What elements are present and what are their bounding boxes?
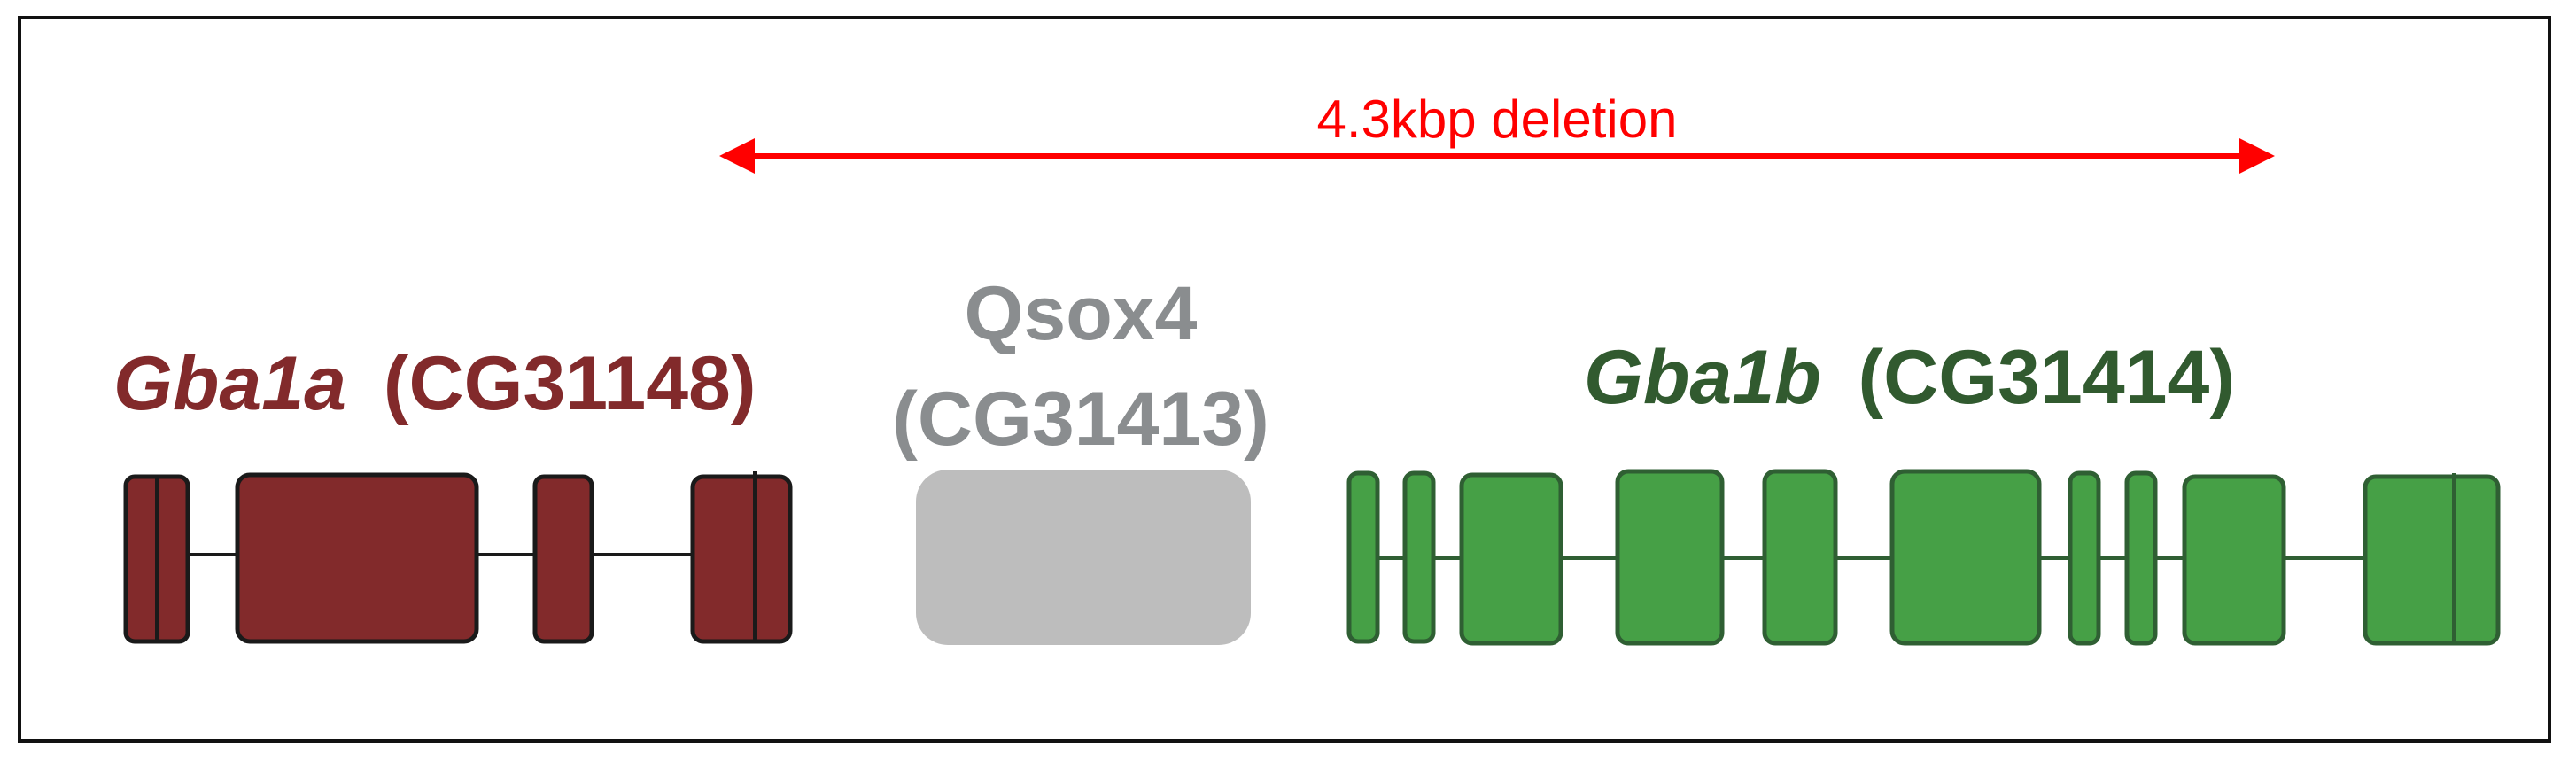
gene-gba1a-cg: (CG31148)	[384, 341, 757, 426]
gene-qsox4-name: Qsox4	[965, 271, 1198, 356]
gene-qsox4: Qsox4 (CG31413)	[892, 271, 1269, 645]
gene-gba1b-exon	[2363, 474, 2501, 646]
gene-gba1a-exon	[532, 474, 594, 644]
gene-gba1a-exon	[690, 474, 793, 644]
gene-qsox4-box	[916, 470, 1251, 645]
gene-gba1b-cg: (CG31414)	[1858, 335, 2235, 420]
gene-gba1b-exon	[1459, 472, 1563, 646]
gene-gba1b-exon	[2068, 470, 2101, 646]
gene-gba1b-exon	[1889, 469, 2042, 646]
gene-gba1b-exon	[2182, 474, 2286, 646]
deletion-arrowhead-left	[719, 138, 755, 174]
gene-gba1b-exon	[1615, 469, 1725, 646]
gene-gba1b-exon	[1346, 470, 1380, 644]
deletion-arrowhead-right	[2239, 138, 2275, 174]
gene-gba1a: Gba1a (CG31148)	[113, 341, 793, 644]
gene-gba1b-exon	[2124, 470, 2158, 646]
gene-gba1b-exon	[1762, 469, 1838, 646]
gene-gba1b-label: Gba1b (CG31414)	[1584, 335, 2235, 420]
deletion-arrow: 4.3kbp deletion	[719, 89, 2275, 174]
deletion-label: 4.3kbp deletion	[1317, 89, 1678, 149]
gene-gba1b-name: Gba1b	[1584, 335, 1821, 420]
gene-gba1a-label: Gba1a (CG31148)	[113, 341, 757, 426]
gene-gba1a-exon	[235, 472, 479, 644]
gene-gba1b-exon	[1402, 470, 1436, 644]
gene-gba1a-name: Gba1a	[113, 341, 346, 426]
gene-gba1b: Gba1b (CG31414)	[1346, 335, 2501, 646]
gene-qsox4-cg: (CG31413)	[892, 377, 1269, 462]
